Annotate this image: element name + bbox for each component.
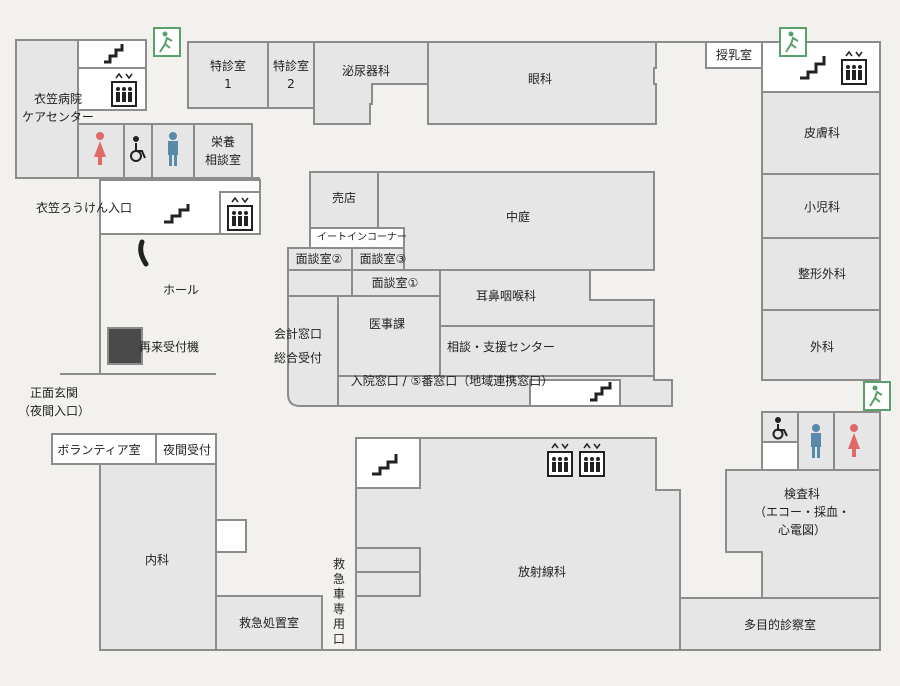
- medical-affairs-room: [337, 295, 441, 377]
- main-entrance-label: 正面玄関 （夜間入口）: [17, 386, 91, 418]
- surgery-room: [761, 309, 881, 381]
- interview2-label: 面談室②: [295, 252, 343, 266]
- elevator-icon: [227, 196, 253, 231]
- medical-affairs-label: 医事課: [368, 317, 406, 331]
- wheelchair-restroom-icon: [130, 136, 146, 162]
- stairs-icon: [104, 44, 124, 64]
- emergency-exit-icon: [153, 27, 181, 57]
- tokushin2-room: [267, 41, 315, 109]
- stair-box-center: [529, 379, 621, 407]
- nutrition-label: 栄養 相談室: [204, 135, 242, 167]
- small-box: [215, 519, 247, 553]
- blank-room-left: [287, 269, 353, 297]
- elevator-icon: [547, 442, 573, 477]
- courtyard-label: 中庭: [505, 210, 531, 224]
- emergency-room-label: 救急処置室: [238, 616, 300, 630]
- hall-label: ホール: [162, 283, 200, 297]
- stairs-icon: [372, 454, 398, 476]
- wheelchair-restroom-icon: [772, 417, 788, 440]
- male-restroom-icon: [168, 132, 178, 166]
- multipurpose-label: 多目的診察室: [743, 618, 817, 632]
- reentry-machine-label: 再来受付機: [138, 340, 200, 354]
- radiology-room: [355, 437, 681, 651]
- care-center-label: 衣笠病院 ケアセンター: [22, 92, 94, 124]
- courtyard-room: [377, 171, 655, 271]
- dermatology-label: 皮膚科: [803, 126, 841, 140]
- volunteer-label: ボランティア室: [57, 443, 141, 457]
- stairs-icon: [800, 56, 826, 80]
- emergency-exit-icon: [779, 27, 807, 57]
- kinugasa-entrance-label: 衣笠ろうけん入口: [35, 201, 133, 215]
- shop-room: [309, 171, 379, 229]
- elevator-icon: [841, 50, 867, 85]
- urology-room: [313, 41, 429, 125]
- telephone-icon: [138, 239, 149, 267]
- radiology-sub1: [355, 547, 421, 573]
- pediatrics-room: [761, 173, 881, 239]
- tokushin1-label: 特診室 1: [209, 59, 247, 91]
- ent-room: [439, 269, 655, 327]
- emergency-exit-icon: [863, 381, 891, 411]
- reception-general-label: 総合受付: [273, 351, 323, 365]
- ent-label: 耳鼻咽喉科: [475, 289, 537, 303]
- care-center-room: [15, 39, 79, 179]
- pediatrics-label: 小児科: [803, 200, 841, 214]
- accounting-label: 会計窓口: [273, 327, 323, 341]
- stairs-icon: [590, 382, 612, 402]
- radiology-label: 放射線科: [517, 565, 567, 579]
- elevator-icon: [579, 442, 605, 477]
- radiology-sub2: [355, 571, 421, 597]
- reentry-machine: [107, 327, 143, 365]
- eat-in-label: イートインコーナー: [317, 232, 407, 243]
- surgery-label: 外科: [809, 340, 835, 354]
- stairs-icon: [164, 204, 190, 224]
- nursing-room-label: 授乳室: [715, 48, 753, 62]
- multipurpose-room: [679, 597, 881, 651]
- female-restroom-icon: [848, 424, 860, 457]
- lab-label: 検査科 （エコー・採血・心電図）: [753, 487, 850, 537]
- consultation-room: [439, 325, 655, 377]
- night-reception-label: 夜間受付: [162, 443, 212, 457]
- shop-label: 売店: [331, 191, 357, 205]
- interview3-label: 面談室③: [359, 252, 407, 266]
- reception-area: [287, 295, 339, 407]
- stair-box-tl: [77, 39, 147, 69]
- emergency-room: [215, 595, 323, 651]
- ophthalmology-label: 眼科: [527, 72, 553, 86]
- male-restroom-icon: [811, 424, 821, 458]
- urology-label: 泌尿器科: [341, 64, 391, 78]
- female-restroom-icon: [94, 132, 106, 165]
- admission-label: 入院窓口 / ⑤番窓口（地域連携窓口）: [350, 374, 554, 388]
- elevator-icon: [111, 72, 137, 107]
- consultation-label: 相談・支援センター: [446, 340, 556, 354]
- tokushin1-room: [187, 41, 269, 109]
- orthopedics-label: 整形外科: [797, 267, 847, 281]
- interview1-label: 面談室①: [371, 276, 419, 290]
- internal-medicine-label: 内科: [144, 553, 170, 567]
- tokushin2-label: 特診室 2: [272, 59, 310, 91]
- ophthalmology-room: [427, 41, 657, 125]
- emergency-only-label: 救急車専用口: [332, 557, 345, 646]
